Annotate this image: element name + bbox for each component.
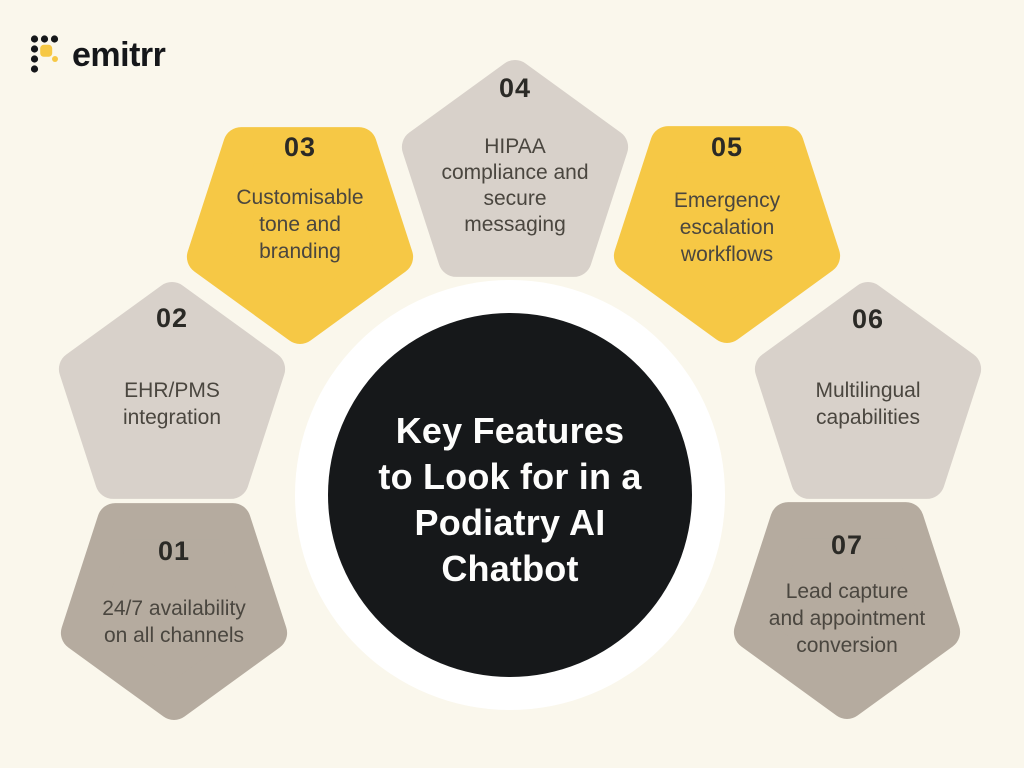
pentagon-04-number: 04 [498, 73, 532, 103]
center-circle [328, 313, 692, 677]
center-title-line: Key Features [395, 410, 625, 451]
pentagon-shape-07 [733, 502, 961, 719]
pentagon-shape-05 [613, 126, 841, 343]
pentagon-06-number: 06 [851, 304, 885, 334]
pentagon-01-label: 24/7 availability on all channels [102, 597, 246, 647]
pentagon-02-number: 02 [155, 303, 189, 333]
pentagon-shape-02 [58, 282, 286, 499]
logo-wordmark: emitrr [72, 35, 166, 74]
pentagon-06-label: Multilingual capabilities [815, 379, 921, 429]
center-title: Key Features to Look for in a Podiatry A… [340, 408, 680, 592]
pentagon-02-label: EHR/PMS integration [122, 379, 222, 429]
center-title-line: Chatbot [441, 548, 579, 589]
emitrr-logo: emitrr [30, 34, 166, 76]
pentagon-shape-04 [401, 60, 629, 277]
dot-grid-icon [30, 35, 59, 73]
pentagon-shape-06 [754, 282, 982, 499]
pentagon-03-number: 03 [283, 132, 317, 162]
pentagon-05-number: 05 [710, 132, 744, 162]
pentagon-07-label: Lead capture and appointment conversion [768, 580, 926, 657]
pentagon-04-label: HIPAA compliance and secure messaging [441, 135, 589, 236]
center-title-line: to Look for in a [378, 456, 642, 497]
pentagon-03-label: Customisable tone and branding [236, 186, 364, 263]
pentagon-shape-01 [60, 503, 288, 720]
pentagon-07-number: 07 [830, 530, 864, 560]
center-title-line: Podiatry AI [414, 502, 606, 543]
pentagon-05-label: Emergency escalation workflows [673, 189, 781, 266]
pentagon-01-number: 01 [157, 536, 191, 566]
pentagon-shape-03 [186, 127, 414, 344]
